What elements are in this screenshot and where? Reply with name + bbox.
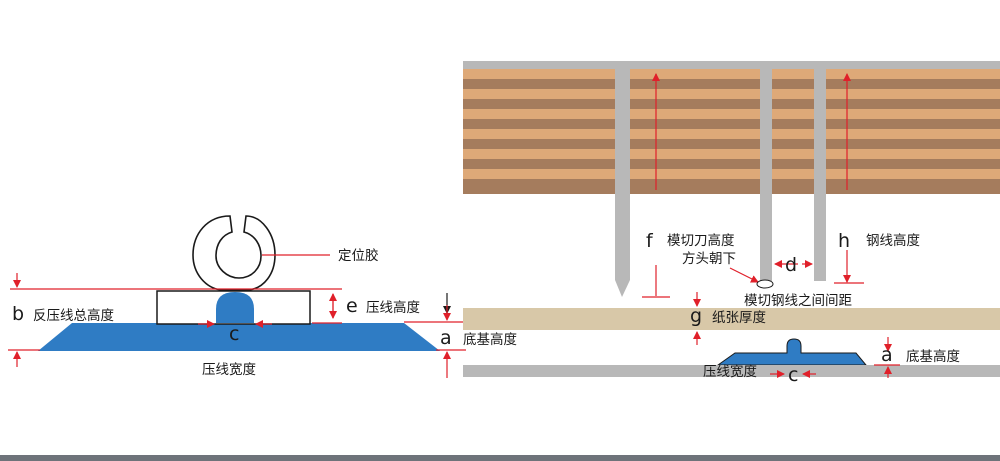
width2-label: 压线宽度 xyxy=(703,363,757,380)
crease-rib xyxy=(216,292,254,323)
dim-f-note: 方头朝下 xyxy=(682,251,736,267)
width-label: 压线宽度 xyxy=(202,361,256,378)
dim-a2-letter: a xyxy=(881,344,893,366)
dim-b-label: 反压线总高度 xyxy=(33,307,114,324)
dim-d-letter: d xyxy=(785,254,797,276)
dim-a-label: 底基高度 xyxy=(463,331,517,348)
clip-label: 定位胶 xyxy=(338,247,379,264)
dim-g-letter: g xyxy=(690,305,702,327)
dim-g-label: 纸张厚度 xyxy=(712,310,766,326)
bottom-matrix xyxy=(716,338,868,366)
die-plate-top xyxy=(463,61,1000,69)
rule-end-marker xyxy=(756,279,774,289)
bottom-edge-strip xyxy=(0,455,1000,461)
creasing-rule-1 xyxy=(760,61,772,281)
plywood-board xyxy=(463,69,1000,194)
dim-e-label: 压线高度 xyxy=(366,299,420,316)
dim-f-letter: f xyxy=(646,230,654,252)
bottom-plate xyxy=(463,365,1000,377)
dim-e-letter: e xyxy=(346,295,358,317)
positioning-clip-icon xyxy=(192,215,276,291)
dim-d-label: 模切钢线之间间距 xyxy=(744,293,852,309)
left-creasing-matrix-diagram: 定位胶 b 反压线总高度 e 压线高度 c a 底基高度 压线宽度 xyxy=(8,215,517,378)
dim-h-label: 钢线高度 xyxy=(866,232,920,249)
creasing-rule-2 xyxy=(814,61,826,281)
matrix-base xyxy=(38,323,440,351)
dim-f-label: 模切刀高度 xyxy=(667,232,735,249)
dim-c2-letter: c xyxy=(788,364,798,386)
dim-a-letter: a xyxy=(440,327,452,349)
cutting-knife xyxy=(615,61,630,297)
right-die-board-diagram: f 模切刀高度 方头朝下 h 钢线高度 d 模切钢线之间间距 g 纸张厚度 a … xyxy=(463,61,1000,386)
dim-h-letter: h xyxy=(838,230,850,252)
dim-c-letter: c xyxy=(229,323,239,345)
dim-b-letter: b xyxy=(12,303,24,325)
paper-sheet xyxy=(463,308,1000,330)
dim-a2-label: 底基高度 xyxy=(906,348,960,365)
